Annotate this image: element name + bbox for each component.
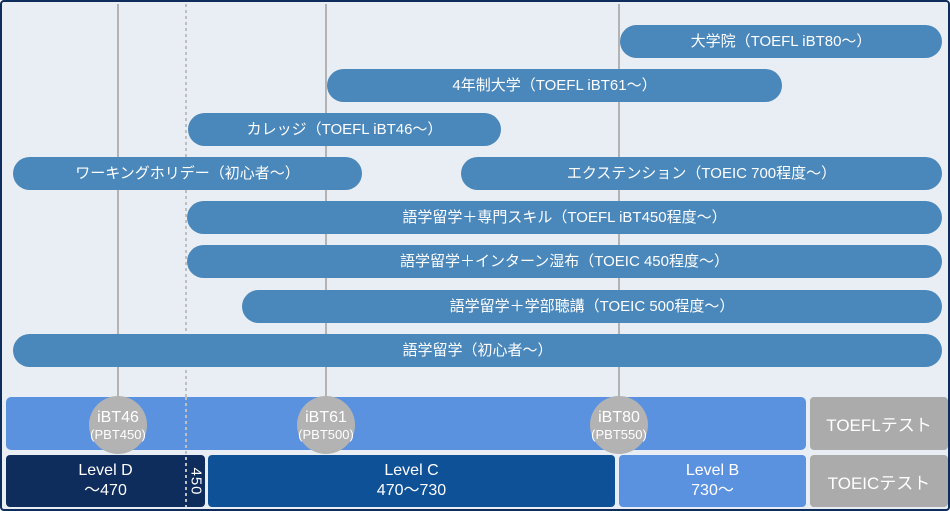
program-bar: エクステンション（TOEIC 700程度～） bbox=[461, 157, 942, 190]
program-bar: 4年制大学（TOEFL iBT61～） bbox=[327, 69, 782, 102]
gridline-dotted bbox=[185, 397, 187, 507]
toeic-level-block: Level C 470～730 bbox=[208, 455, 615, 507]
toefl-pbt-score: (PBT450) bbox=[90, 426, 146, 442]
toefl-score-marker: iBT80(PBT550) bbox=[590, 396, 648, 454]
toeic-axis-label: TOEICテスト bbox=[827, 473, 931, 493]
toeic-level-name: Level D bbox=[78, 462, 133, 479]
program-bar: ワーキングホリデー（初心者～） bbox=[13, 157, 362, 190]
toefl-pbt-score: (PBT500) bbox=[298, 426, 354, 442]
toeic-level-range: ～470 bbox=[84, 482, 127, 499]
toefl-score-marker: iBT46(PBT450) bbox=[89, 396, 147, 454]
program-bar: 語学留学（初心者～） bbox=[13, 334, 942, 367]
toeic-level-block: Level B 730～ bbox=[619, 455, 806, 507]
toeic-level-range: 470～730 bbox=[376, 482, 447, 499]
toeic-450-divider-label: 450 bbox=[187, 466, 205, 496]
program-bar: 大学院（TOEFL iBT80～） bbox=[620, 25, 942, 58]
toefl-ibt-score: iBT61 bbox=[305, 408, 347, 426]
toefl-score-marker: iBT61(PBT500) bbox=[297, 396, 355, 454]
gridline bbox=[117, 4, 119, 422]
gridline-dotted bbox=[185, 4, 187, 397]
toefl-pbt-score: (PBT550) bbox=[591, 426, 647, 442]
toeic-level-range: 730～ bbox=[691, 482, 734, 499]
toeic-axis-label-box: TOEICテスト bbox=[810, 455, 948, 507]
program-bar: カレッジ（TOEFL iBT46～） bbox=[188, 113, 501, 146]
toefl-ibt-score: iBT80 bbox=[598, 408, 640, 426]
program-bar: 語学留学＋学部聴講（TOEIC 500程度～） bbox=[242, 290, 942, 323]
program-bar: 語学留学＋専門スキル（TOEFL iBT450程度～） bbox=[187, 201, 942, 234]
toeic-level-name: Level B bbox=[685, 462, 740, 479]
toeic-level-name: Level C bbox=[384, 462, 439, 479]
toefl-ibt-score: iBT46 bbox=[97, 408, 139, 426]
toeic-level-block: Level D ～470 bbox=[6, 455, 205, 507]
toefl-axis-label: TOEFLテスト bbox=[826, 416, 932, 435]
program-bar: 語学留学＋インターン湿布（TOEIC 450程度～） bbox=[187, 245, 942, 278]
toefl-axis-label-box: TOEFLテスト bbox=[810, 397, 948, 450]
